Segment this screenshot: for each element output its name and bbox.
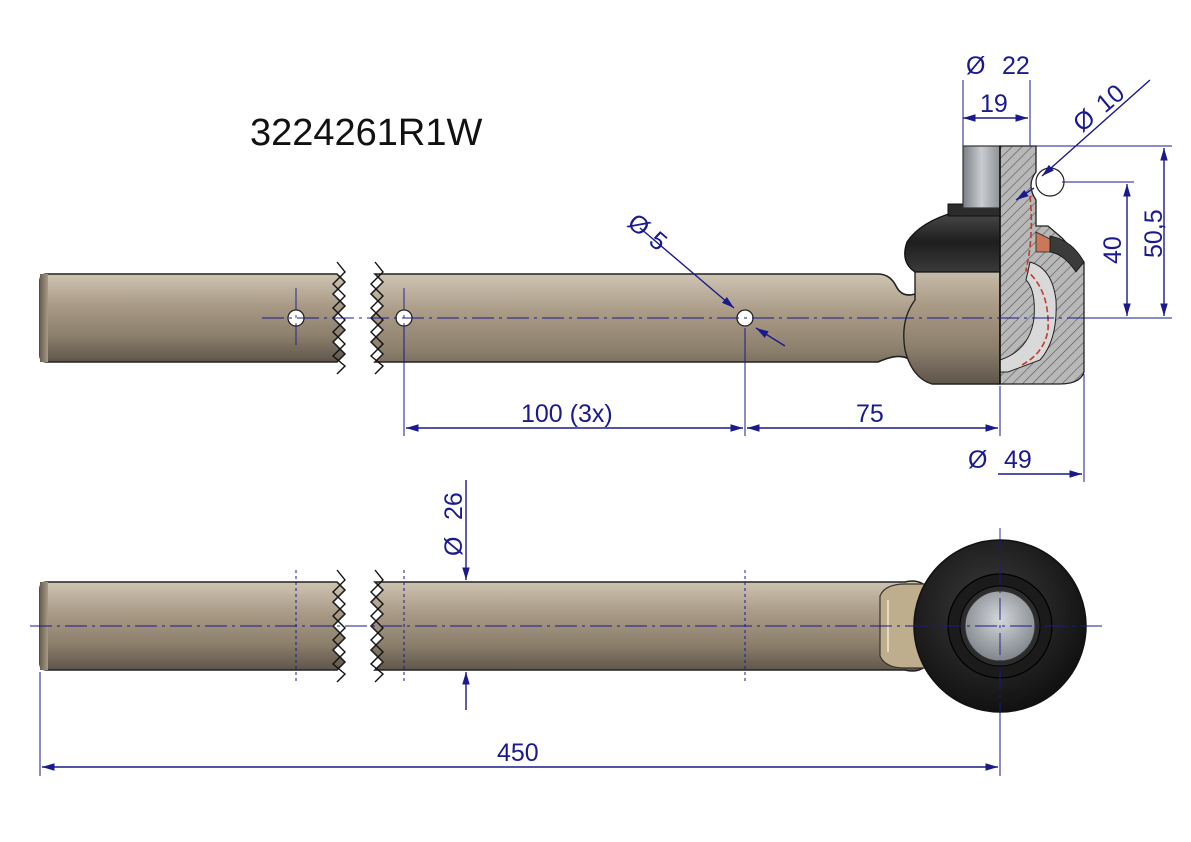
dim-overall-length: 450 [497,739,539,767]
dim-rod-diameter: 26 [440,492,468,520]
section-boot-edge [1049,235,1085,273]
rubber-boot [904,211,1001,273]
dim-height-to-hole: 40 [1099,236,1127,264]
break-line-left [331,261,347,375]
plan-view [30,528,1105,722]
dim-22-symbol: Ø [966,52,985,80]
plan-break-right [369,569,385,683]
housing-body [903,261,1001,385]
section-housing [999,145,1085,385]
dim-10-symbol: Ø [1068,104,1101,138]
plan-break-left [331,569,347,683]
dim-height-total: 50,5 [1140,209,1168,258]
dim-hole-diameter: 10 [1091,79,1130,118]
dim-26-symbol: Ø [440,537,468,556]
part-number: 3224261R1W [250,112,483,154]
rod-chamfer [40,274,48,362]
section-ball-cavity [999,261,1057,373]
dim-offset-to-center: 75 [856,400,884,428]
dim-49-symbol: Ø [968,446,987,474]
dim-stud-length: 19 [980,90,1008,118]
dim-housing-diameter: 49 [1004,446,1032,474]
dim-ball-stud-diameter: 22 [1002,52,1030,80]
ball-stud-shank [962,145,1001,209]
break-line-right [369,261,385,375]
plan-view-dimensions: Ø 26 450 [39,480,1001,776]
side-view [39,145,1170,385]
dim-hole-spacing: 100 (3x) [521,400,613,428]
stud-cross-hole-section [1035,167,1065,197]
section-seal-red [1019,195,1049,367]
